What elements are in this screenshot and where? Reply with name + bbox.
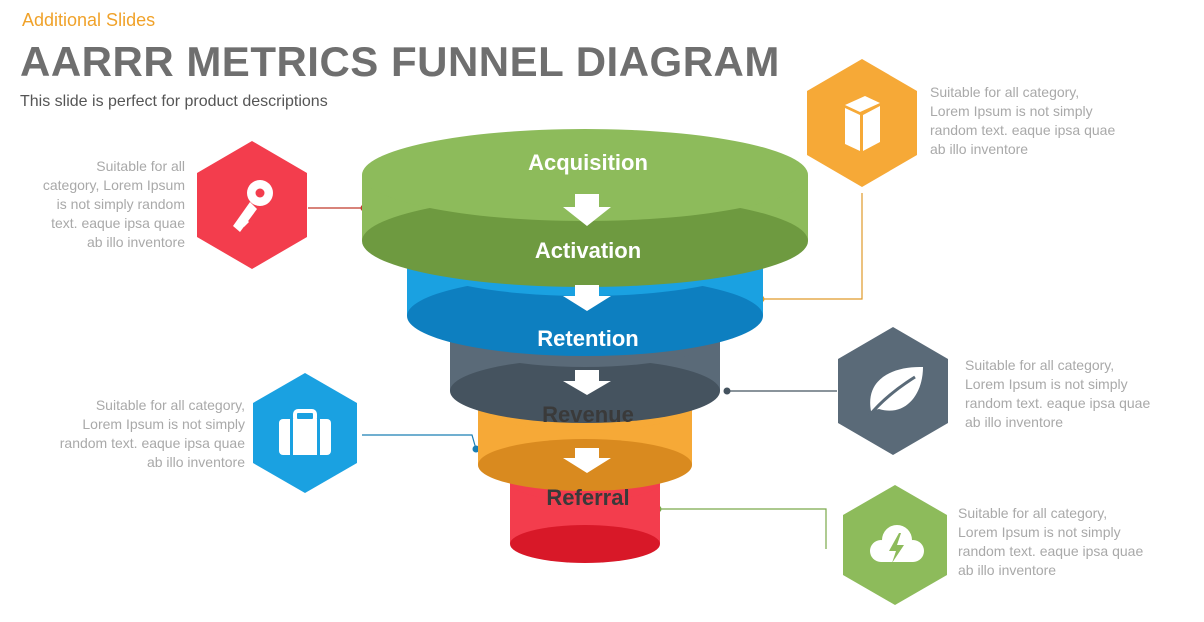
connector-referral <box>658 508 827 549</box>
stage-label-revenue: Revenue <box>542 402 634 427</box>
stage-label-acquisition: Acquisition <box>528 150 648 175</box>
stage-label-retention: Retention <box>537 326 638 351</box>
kicker-label: Additional Slides <box>22 10 156 30</box>
callout-text-briefcase: Suitable for all category, Lorem Ipsum i… <box>59 397 245 470</box>
connector-lines <box>308 193 863 549</box>
connector-revenue <box>362 434 477 450</box>
hexagon-briefcase <box>253 373 357 493</box>
book-icon <box>845 96 880 151</box>
hexagon-leaf <box>838 327 948 455</box>
leaf-icon <box>867 366 923 417</box>
callout-text-book: Suitable for all category, Lorem Ipsum i… <box>930 84 1116 157</box>
arrow-down-icon <box>563 370 611 395</box>
callout-text-key: Suitable for all category, Lorem Ipsum i… <box>42 158 185 250</box>
callout-text-cloud: Suitable for all category, Lorem Ipsum i… <box>958 505 1144 578</box>
arrow-down-icon <box>563 448 611 473</box>
connector-activation <box>761 193 863 300</box>
key-icon <box>233 180 273 232</box>
arrow-down-icon <box>563 194 611 226</box>
hexagon-book <box>807 59 917 187</box>
stage-label-activation: Activation <box>535 238 641 263</box>
page-title: AARRR METRICS FUNNEL DIAGRAM <box>20 38 780 85</box>
briefcase-icon <box>279 409 331 455</box>
down-arrows <box>563 194 611 473</box>
cloud-bolt-icon <box>870 525 924 563</box>
funnel-tier-acquisition <box>362 129 808 287</box>
arrow-down-icon <box>563 285 611 311</box>
page-subtitle: This slide is perfect for product descri… <box>20 93 328 110</box>
stage-label-referral: Referral <box>546 485 629 510</box>
hexagon-key <box>197 141 307 269</box>
hexagon-cloud <box>843 485 947 605</box>
callout-text-leaf: Suitable for all category, Lorem Ipsum i… <box>965 357 1151 430</box>
